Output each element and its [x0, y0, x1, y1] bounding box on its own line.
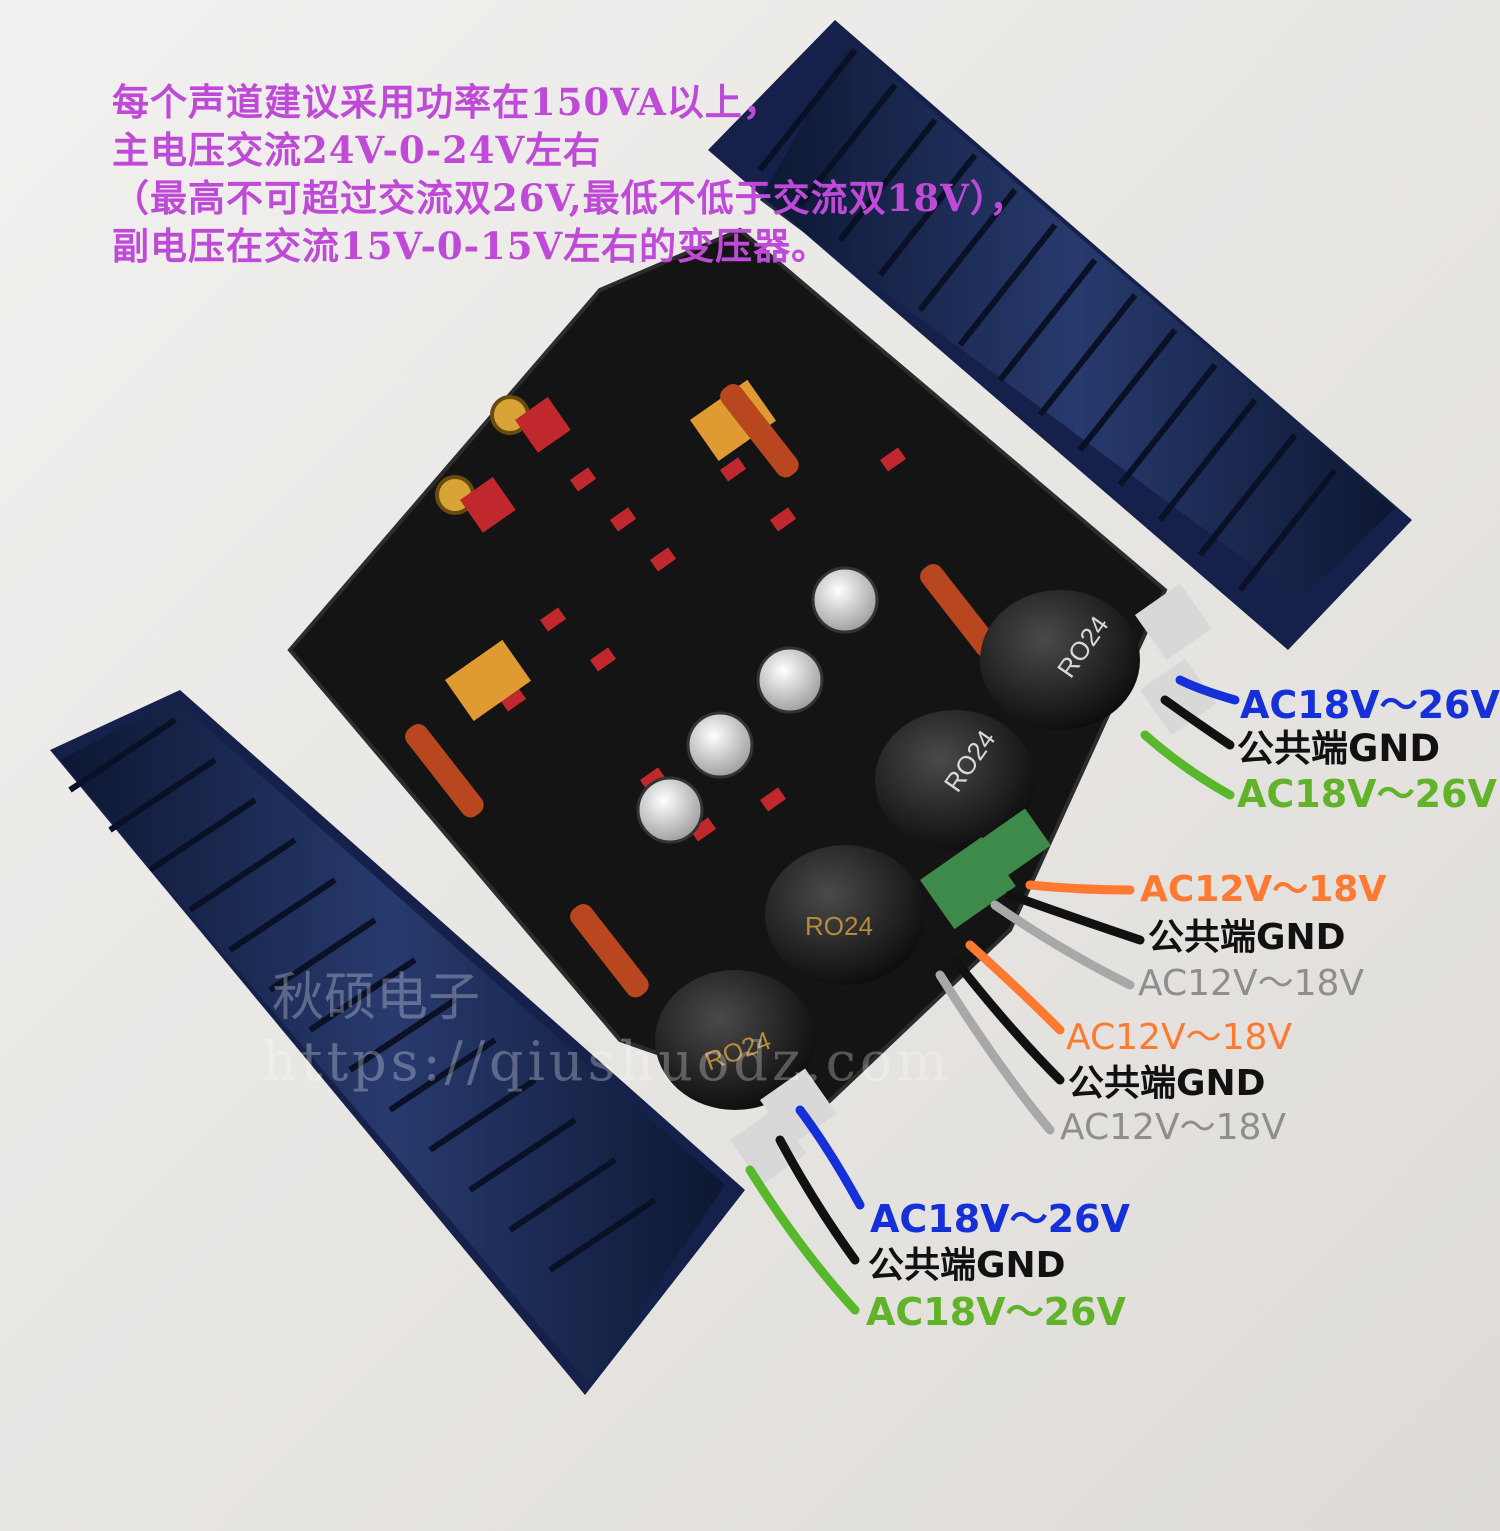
note-line: 主电压交流24V-0-24V左右 — [112, 128, 602, 172]
label-gnd: 公共端GND — [1068, 1063, 1266, 1104]
note-line: 副电压在交流15V-0-15V左右的变压器。 — [112, 224, 830, 268]
label-ac-main: AC18V～26V — [866, 1290, 1126, 1334]
watermark-url: https://qiushuodz.com — [262, 1030, 952, 1093]
note-line: 每个声道建议采用功率在150VA以上， — [112, 80, 781, 124]
heatsink-bottom-left — [50, 690, 745, 1395]
label-gnd: 公共端GND — [868, 1245, 1066, 1286]
note-line: （最高不可超过交流双26V,最低不低于交流双18V）， — [112, 176, 1028, 220]
label-ac-aux: AC12V～18V — [1138, 963, 1365, 1004]
label-ac-main: AC18V～26V — [1237, 772, 1497, 816]
label-ac-main: AC18V～26V — [870, 1197, 1130, 1241]
wires — [745, 675, 1240, 1315]
label-ac-aux: AC12V～18V — [1140, 869, 1387, 910]
heatsink-top-right — [708, 20, 1412, 650]
label-gnd: 公共端GND — [1237, 727, 1441, 770]
label-ac-aux: AC12V～18V — [1066, 1017, 1293, 1058]
label-ac-main: AC18V～26V — [1240, 683, 1500, 727]
watermark-brand: 秋硕电子 — [272, 968, 481, 1028]
filter-capacitors — [655, 590, 1140, 1110]
cap-marking: RO24 — [805, 911, 873, 941]
label-ac-aux: AC12V～18V — [1060, 1107, 1287, 1148]
label-gnd: 公共端GND — [1148, 917, 1346, 958]
pcb: RO24 RO24 RO24 RO24 — [287, 227, 1217, 1186]
power-requirement-note: 每个声道建议采用功率在150VA以上， 主电压交流24V-0-24V左右 （最高… — [112, 78, 1027, 270]
